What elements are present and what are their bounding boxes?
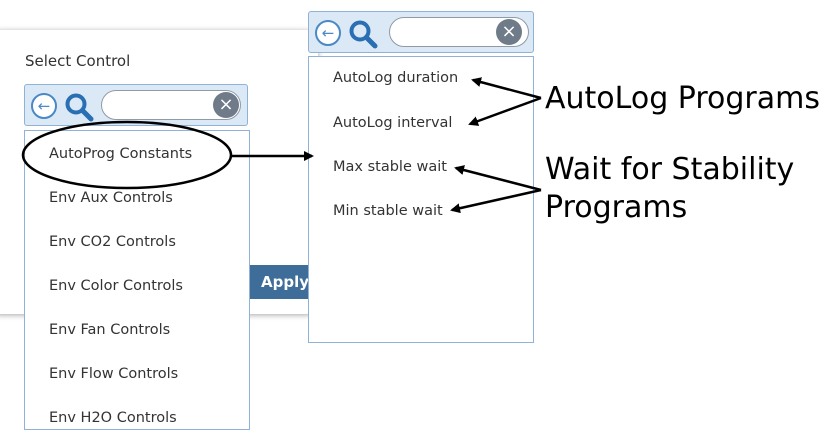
close-icon: × [218, 94, 234, 115]
arrow-left-icon: ← [37, 97, 51, 115]
left-search-bar: ← × [24, 84, 248, 126]
arrow-left-icon: ← [321, 24, 335, 42]
autolog-programs-label: AutoLog Programs [545, 81, 820, 116]
annotation-overlay [21, 77, 542, 214]
list-item[interactable]: AutoProg Constants [49, 146, 193, 162]
list-item[interactable]: Min stable wait [333, 203, 443, 219]
right-search-bar: ← × [308, 11, 534, 53]
stability-arrow [450, 188, 542, 214]
list-item[interactable]: Max stable wait [333, 159, 447, 175]
stability-programs-label-line2: Programs [545, 190, 688, 225]
list-item[interactable]: AutoLog interval [333, 115, 453, 131]
list-item[interactable]: Env Fan Controls [49, 322, 171, 338]
list-item[interactable]: AutoLog duration [333, 70, 459, 86]
list-item[interactable]: Env Color Controls [49, 278, 183, 294]
apply-button[interactable]: Apply [249, 265, 309, 299]
clear-search-button[interactable]: × [213, 92, 239, 118]
clear-search-button[interactable]: × [496, 19, 522, 45]
search-icon[interactable] [347, 18, 379, 50]
list-item[interactable]: Env CO2 Controls [49, 234, 176, 250]
highlight-ellipse [21, 120, 233, 190]
autolog-arrow [471, 77, 542, 100]
stability-programs-label-line1: Wait for Stability [545, 152, 795, 187]
list-item[interactable]: Env Flow Controls [49, 366, 179, 382]
back-button[interactable]: ← [315, 20, 341, 46]
back-button[interactable]: ← [31, 93, 57, 119]
search-icon[interactable] [63, 91, 95, 123]
list-item[interactable]: Env Aux Controls [49, 190, 173, 206]
stability-arrow [454, 165, 542, 192]
dialog-title: Select Control [25, 52, 131, 70]
close-icon: × [501, 21, 517, 42]
autolog-arrow [468, 96, 542, 126]
